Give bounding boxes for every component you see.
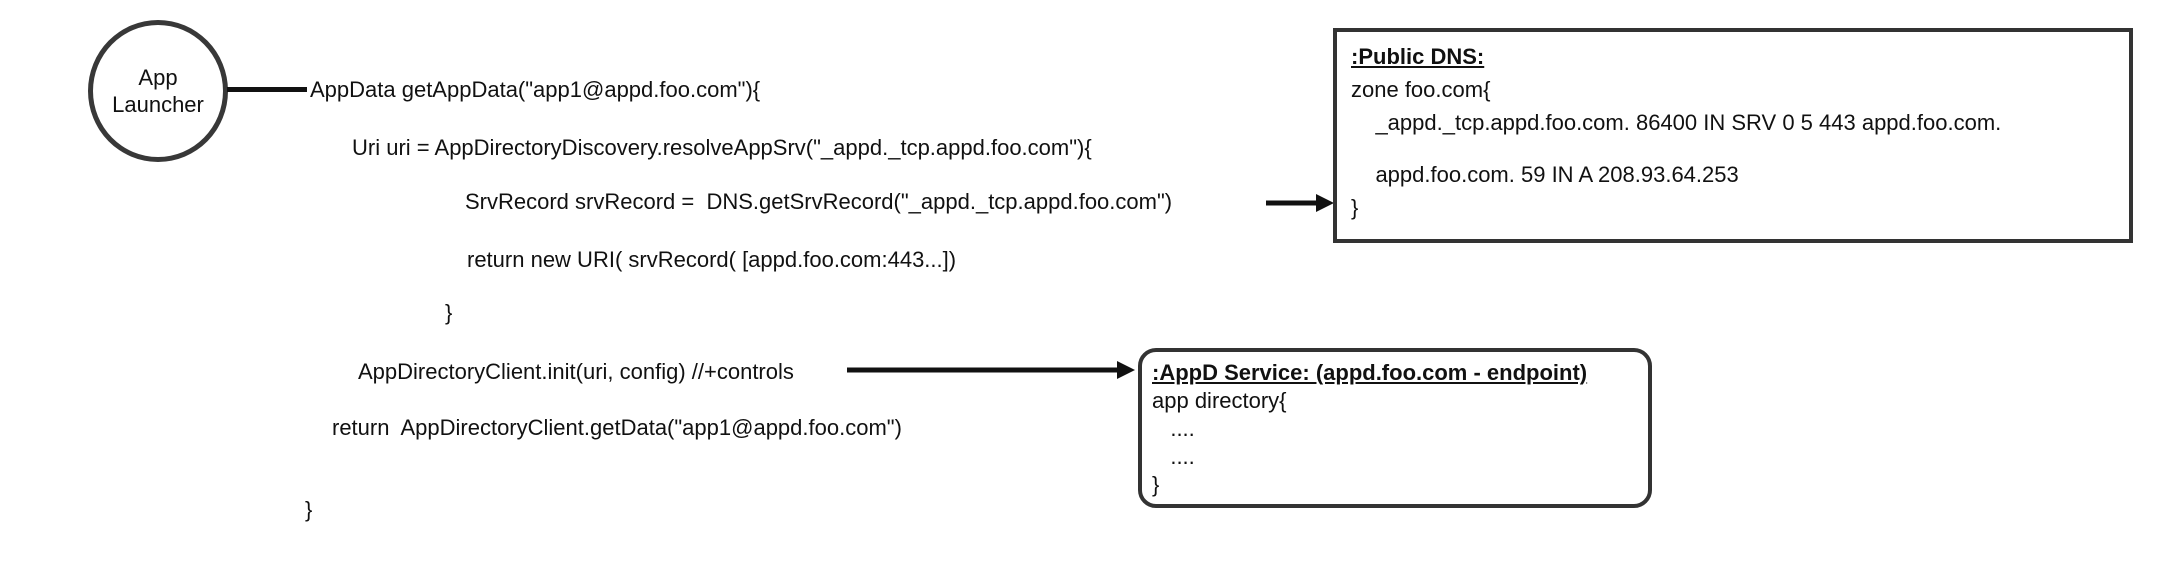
appd-dots-line: .... (1152, 444, 1195, 469)
dns-zone-line: zone foo.com{ (1351, 77, 1491, 102)
appd-service-title: :AppD Service: (appd.foo.com - endpoint) (1152, 360, 1588, 385)
public-dns-box: :Public DNS: zone foo.com{ _appd._tcp.ap… (1333, 28, 2133, 243)
arrow-appd-init-icon (847, 361, 1135, 379)
dns-srv-record-line: _appd._tcp.appd.foo.com. 86400 IN SRV 0 … (1351, 110, 2002, 135)
code-line-resolveappsrv: Uri uri = AppDirectoryDiscovery.resolveA… (352, 135, 1092, 160)
code-line-inner-brace: } (445, 300, 453, 325)
code-line-getsrvrecord: SrvRecord srvRecord = DNS.getSrvRecord("… (465, 189, 1173, 214)
appd-directory-line: app directory{ (1152, 388, 1287, 413)
dns-closing-brace: } (1351, 195, 1359, 220)
appd-service-box: :AppD Service: (appd.foo.com - endpoint)… (1138, 348, 1652, 508)
appd-dots-line: .... (1152, 416, 1195, 441)
app-launcher-label: App Launcher (112, 65, 204, 117)
arrow-dns-lookup-icon (1266, 194, 1334, 212)
dns-blank-line (1351, 139, 2119, 158)
code-line-return-new-uri: return new URI( srvRecord( [appd.foo.com… (467, 247, 957, 272)
appd-closing-brace: } (1152, 472, 1160, 497)
public-dns-title: :Public DNS: (1351, 44, 1485, 69)
connector-line (227, 87, 307, 92)
code-line-outer-brace: } (305, 497, 313, 522)
code-line-return-getdata: return AppDirectoryClient.getData("app1@… (332, 415, 902, 440)
code-line-getappdata: AppData getAppData("app1@appd.foo.com"){ (310, 77, 761, 102)
dns-a-record-line: appd.foo.com. 59 IN A 208.93.64.253 (1351, 162, 1739, 187)
app-launcher-node: App Launcher (88, 20, 228, 162)
code-line-client-init: AppDirectoryClient.init(uri, config) //+… (358, 359, 794, 384)
